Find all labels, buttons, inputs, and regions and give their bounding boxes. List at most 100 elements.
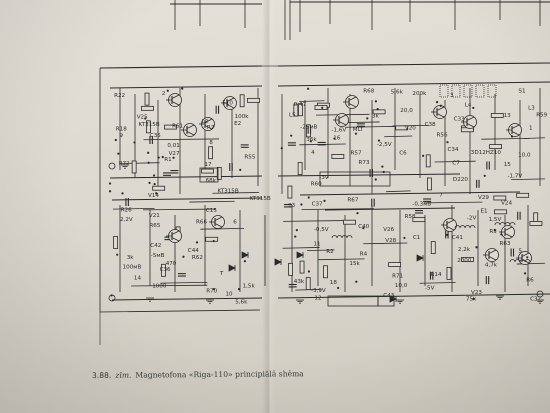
junction-dot (133, 141, 136, 144)
transistor (506, 123, 522, 137)
component-label: 3 (450, 93, 454, 99)
wire (277, 173, 461, 177)
junction-dot (381, 165, 384, 168)
resistor (343, 219, 356, 225)
component-label: 200k (412, 91, 427, 97)
transistor (441, 218, 457, 232)
wire (282, 247, 320, 249)
resistor (247, 97, 260, 103)
capacitor (307, 125, 312, 134)
capacitor (486, 161, 490, 170)
junction-dot (382, 170, 385, 174)
diode (274, 258, 282, 266)
component-label: C40 (358, 224, 369, 230)
component-label: C42 (150, 243, 161, 249)
component-label: R66 (196, 220, 207, 226)
resistor (494, 209, 507, 215)
caption-number: 3.88. (92, 370, 112, 380)
component-label: 15k (349, 261, 360, 267)
resistor (529, 221, 543, 226)
component-label: 510 (222, 100, 233, 106)
wire (277, 62, 550, 67)
component-label: R26 (121, 208, 132, 214)
capacitor (215, 105, 220, 114)
junction-dot (108, 182, 112, 185)
junction-dot (377, 139, 381, 142)
component-label: -3,9V (311, 288, 326, 294)
component-label: 16 (333, 135, 341, 141)
component-label: 36k (306, 137, 317, 143)
wire (324, 207, 456, 211)
junction-dot (337, 286, 340, 290)
component-label: 17 (204, 162, 212, 168)
component-label: 3k (372, 113, 380, 119)
junction-dot (435, 101, 439, 104)
component-label: KT315B (139, 122, 160, 128)
component-label: R6 (526, 277, 534, 283)
resistor (298, 103, 303, 117)
junction-dot (116, 253, 119, 256)
component-label: -2V (467, 215, 477, 221)
junction-dot (153, 183, 156, 186)
capacitor (423, 198, 432, 202)
component-label: V29 (478, 195, 489, 201)
ground-symbol (396, 299, 404, 304)
component-label: R4 (360, 251, 368, 257)
transistor (166, 93, 182, 107)
junction-dot (472, 106, 475, 110)
junction-dot (147, 161, 150, 164)
junction-dot (510, 135, 514, 138)
wire (109, 175, 263, 179)
component-label: 75k (466, 297, 477, 303)
component-label: 5,6k (391, 90, 404, 96)
junction-dot (374, 100, 377, 103)
resistor (164, 124, 177, 130)
component-label: KT315B (218, 189, 239, 195)
transistor (343, 95, 359, 109)
component-label: R7 (207, 125, 215, 131)
capacitor (229, 163, 233, 172)
ic-block (439, 84, 449, 98)
inductor (509, 259, 531, 263)
component-label: V24 (501, 201, 512, 207)
junction-dot (243, 260, 247, 263)
junction-dot (354, 132, 358, 135)
component-label: V26 (383, 227, 394, 233)
component-label: C41 (452, 235, 463, 241)
capacitor (429, 271, 434, 280)
junction-dot (195, 241, 199, 244)
wire (99, 65, 263, 69)
component-label: 0,47 (294, 102, 307, 108)
ground-symbol (536, 299, 544, 304)
component-label: R61 (172, 124, 183, 130)
resistor (395, 125, 409, 131)
inductor (494, 222, 516, 226)
component-label: 43k (294, 279, 305, 285)
connector-block (199, 167, 219, 183)
component-label: C33 (454, 116, 465, 122)
ic-block (487, 84, 497, 98)
junction-dot (300, 203, 303, 206)
component-label: KT315B (250, 196, 271, 202)
resistor (113, 236, 119, 249)
component-label: 100k (235, 114, 250, 120)
resistor (144, 92, 150, 106)
component-label: 2 (162, 91, 166, 97)
component-label: L4 (465, 103, 472, 109)
junction-dot (306, 87, 310, 90)
transistor (333, 113, 349, 127)
junction-dot (445, 233, 449, 237)
component-label: R73 (359, 160, 370, 166)
component-label: T (219, 271, 224, 277)
junction-dot (121, 192, 124, 195)
component-label: C43 (383, 293, 394, 299)
capacitor (163, 172, 172, 176)
component-label: V23 (471, 290, 482, 296)
component-label: 2000 (457, 258, 472, 264)
component-label: -5мВ (151, 253, 165, 259)
ground-symbol (296, 299, 304, 304)
junction-dot (114, 138, 117, 142)
component-label: S1 (518, 88, 526, 94)
capacitor (288, 283, 297, 288)
connector-block (377, 295, 395, 307)
